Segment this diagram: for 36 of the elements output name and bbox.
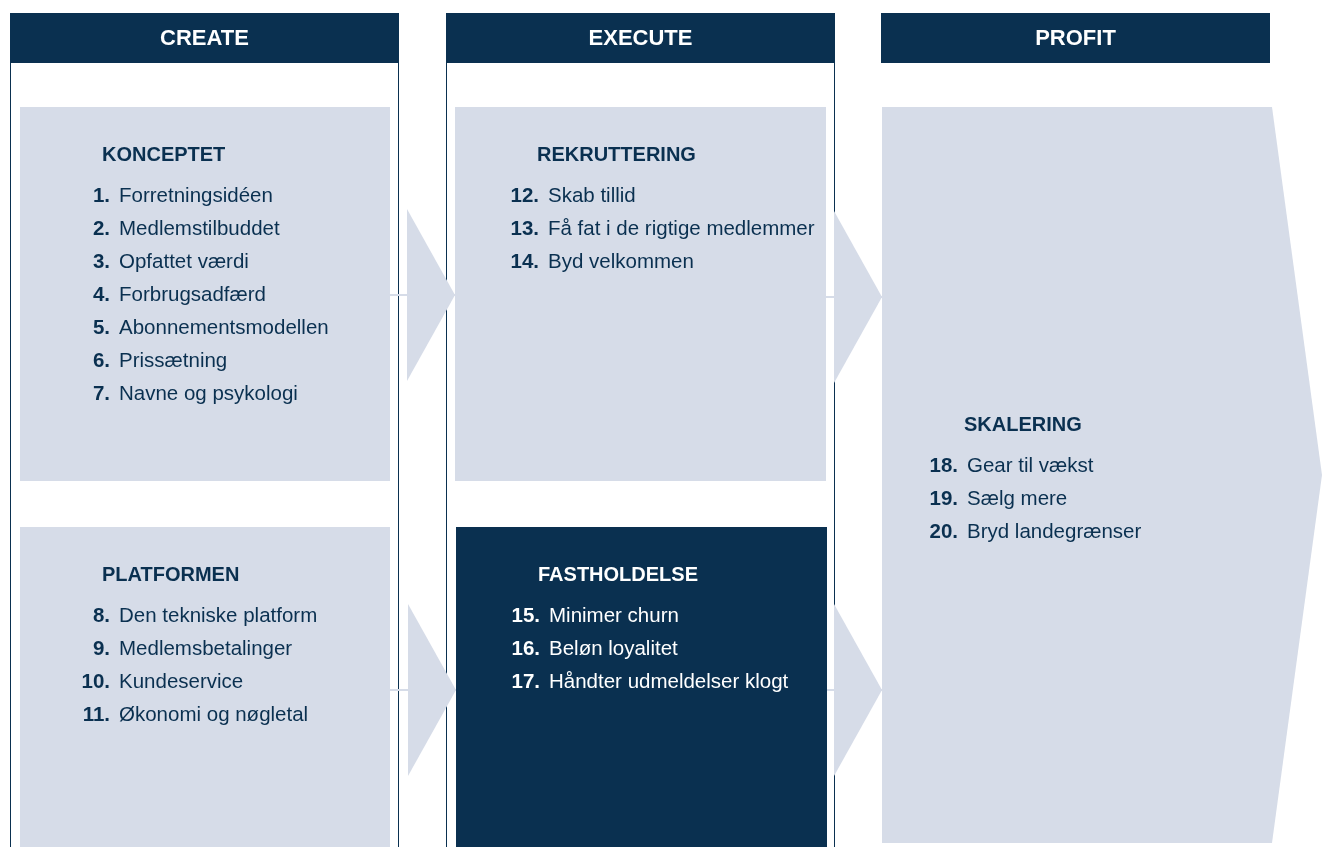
panel [20, 107, 390, 481]
list-item: 1. Forretningsidéen [91, 182, 274, 208]
panel [20, 527, 390, 847]
section-heading: KONCEPTET [102, 143, 226, 166]
list-item: 17. Håndter udmeldelser klogt [510, 668, 790, 694]
panel [456, 527, 827, 847]
column-panel [10, 13, 399, 847]
column-title: CREATE [160, 25, 249, 51]
chevron-arrow [389, 604, 457, 776]
list-item: 7. Navne og psykologi [91, 380, 299, 406]
list-item: 12. Skab tillid [509, 182, 637, 208]
panel [455, 107, 826, 481]
list-item: 14. Byd velkommen [509, 248, 695, 274]
list-item: 3. Opfattet værdi [91, 248, 250, 274]
section-heading: SKALERING [964, 413, 1082, 436]
list-item: 16. Beløn loyalitet [510, 635, 679, 661]
list-item: 9. Medlemsbetalinger [91, 635, 294, 661]
list-item: 13. Få fat i de rigtige medlemmer [509, 215, 816, 241]
section-heading: PLATFORMEN [102, 563, 240, 586]
list-item: 5. Abonnementsmodellen [91, 314, 330, 340]
list-item: 19. Sælg mere [928, 485, 1069, 511]
section-heading: REKRUTTERING [537, 143, 696, 166]
column-header: PROFIT [881, 13, 1270, 63]
list-item: 20. Bryd landegrænser [928, 518, 1143, 544]
section-heading: FASTHOLDELSE [538, 563, 698, 586]
chevron-arrow [389, 209, 456, 381]
list-item: 10. Kundeservice [80, 668, 245, 694]
list-item: 11. Økonomi og nøgletal [81, 701, 310, 727]
list-item: 2. Medlemstilbuddet [91, 215, 281, 241]
column-title: EXECUTE [588, 25, 693, 51]
list-item: 18. Gear til vækst [928, 452, 1095, 478]
list-item: 15. Minimer churn [510, 602, 680, 628]
column-panel [446, 13, 835, 847]
list-item: 6. Prissætning [91, 347, 229, 373]
list-item: 4. Forbrugsadfærd [91, 281, 267, 307]
list-item: 8. Den tekniske platform [91, 602, 319, 628]
